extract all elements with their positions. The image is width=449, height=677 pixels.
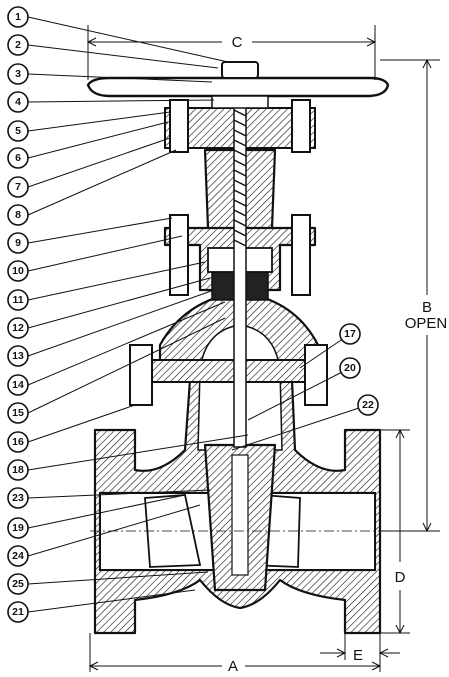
callout-6: 6 <box>7 147 29 169</box>
callout-21: 21 <box>7 601 29 623</box>
callout-5: 5 <box>7 120 29 142</box>
wedge-slot <box>231 454 249 576</box>
dim-label-c: C <box>232 34 243 51</box>
svg-text:7: 7 <box>15 181 21 193</box>
dimension-labels: C B OPEN D A E <box>228 34 447 675</box>
callout-20: 20 <box>339 357 361 379</box>
svg-text:22: 22 <box>362 399 374 411</box>
svg-text:2: 2 <box>15 39 21 51</box>
dim-label-e: E <box>353 647 363 664</box>
svg-text:1: 1 <box>15 11 21 23</box>
callout-22: 22 <box>357 394 379 416</box>
svg-text:18: 18 <box>12 464 24 476</box>
svg-text:3: 3 <box>15 68 21 80</box>
yoke-bolt-left <box>169 99 189 153</box>
svg-text:24: 24 <box>12 550 24 562</box>
callouts: 1 2 3 4 5 6 7 8 9 10 11 12 13 14 15 16 1… <box>7 6 379 623</box>
dim-label-d: D <box>395 569 406 586</box>
callout-13: 13 <box>7 345 29 367</box>
svg-text:20: 20 <box>344 362 356 374</box>
body-bolt-right <box>304 344 328 406</box>
callout-17: 17 <box>339 323 361 345</box>
bonnet-bolt-right <box>291 214 311 296</box>
svg-text:17: 17 <box>344 328 356 340</box>
yoke-bolt-right <box>291 99 311 153</box>
valve-drawing <box>86 61 435 635</box>
handwheel <box>86 76 390 98</box>
svg-text:8: 8 <box>15 209 21 221</box>
callout-8: 8 <box>7 204 29 226</box>
dim-label-a: A <box>228 658 238 675</box>
callout-7: 7 <box>7 176 29 198</box>
handwheel-nut <box>221 61 259 79</box>
svg-text:5: 5 <box>15 125 21 137</box>
dim-label-b: B <box>422 299 432 316</box>
body-bonnet-flange <box>134 359 326 383</box>
callout-16: 16 <box>7 431 29 453</box>
bonnet-bolt-left <box>169 214 189 296</box>
svg-text:9: 9 <box>15 237 21 249</box>
body-bolt-left <box>129 344 153 406</box>
svg-text:4: 4 <box>15 96 21 108</box>
svg-text:25: 25 <box>12 578 24 590</box>
callout-15: 15 <box>7 402 29 424</box>
callout-19: 19 <box>7 517 29 539</box>
svg-text:21: 21 <box>12 606 24 618</box>
callout-3: 3 <box>7 63 29 85</box>
svg-text:10: 10 <box>12 265 24 277</box>
callout-12: 12 <box>7 317 29 339</box>
svg-text:15: 15 <box>12 407 24 419</box>
callout-2: 2 <box>7 34 29 56</box>
callout-14: 14 <box>7 374 29 396</box>
seat-ring-left <box>144 494 202 568</box>
callout-10: 10 <box>7 260 29 282</box>
callout-18: 18 <box>7 459 29 481</box>
svg-text:19: 19 <box>12 522 24 534</box>
stem <box>233 61 247 448</box>
svg-text:16: 16 <box>12 436 24 448</box>
svg-text:23: 23 <box>12 492 24 504</box>
nameplate <box>211 95 269 109</box>
svg-text:14: 14 <box>12 379 24 391</box>
callout-4: 4 <box>7 91 29 113</box>
svg-text:13: 13 <box>12 350 24 362</box>
svg-text:11: 11 <box>12 294 23 306</box>
svg-text:12: 12 <box>12 322 24 334</box>
callout-9: 9 <box>7 232 29 254</box>
callout-11: 11 <box>7 289 29 311</box>
callout-1: 1 <box>7 6 29 28</box>
dim-label-b-note: OPEN <box>405 315 448 332</box>
callout-24: 24 <box>7 545 29 567</box>
callout-leaders <box>27 16 369 613</box>
svg-text:6: 6 <box>15 152 21 164</box>
callout-25: 25 <box>7 573 29 595</box>
callout-23: 23 <box>7 487 29 509</box>
